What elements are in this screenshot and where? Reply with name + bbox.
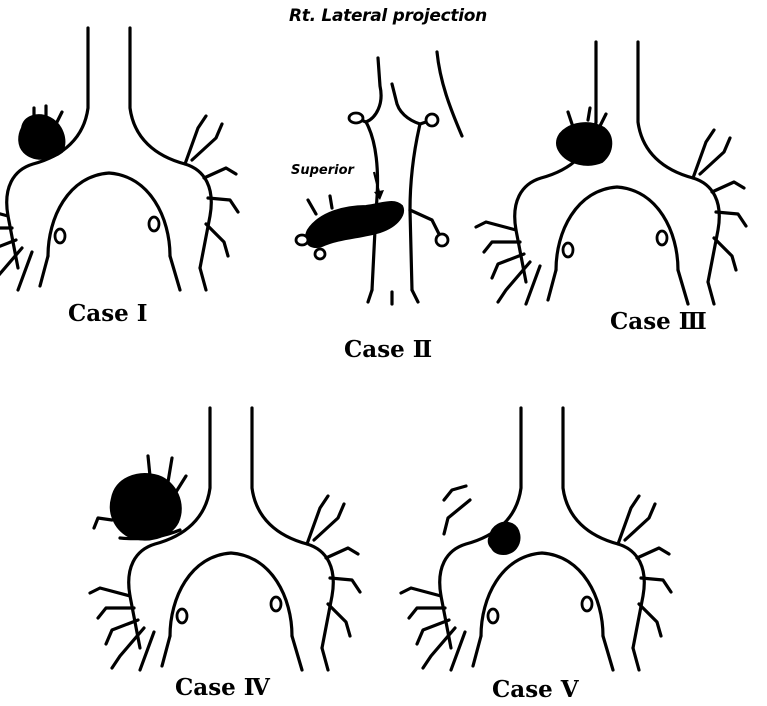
case-5-diagram [401, 408, 671, 670]
case-4-diagram [90, 408, 360, 670]
case-3-label: Case Ⅲ [610, 308, 707, 335]
case-2-label: Case Ⅱ [344, 336, 432, 363]
case-2-diagram [296, 52, 462, 304]
case-3-diagram [476, 42, 746, 304]
case-2-lesion [306, 202, 403, 247]
case-4-lesion [111, 474, 181, 539]
case-4-label: Case Ⅳ [175, 674, 270, 701]
case-1-label: Case Ⅰ [68, 300, 148, 327]
bronchial-tree-5 [401, 408, 671, 670]
case-3-lesion [557, 123, 611, 165]
superior-annotation: Superior [291, 163, 354, 178]
case-5-label: Case Ⅴ [492, 676, 579, 703]
case-5-lesion [489, 523, 520, 554]
case-1-diagram [0, 28, 238, 290]
bronchial-tree-3 [476, 42, 746, 304]
